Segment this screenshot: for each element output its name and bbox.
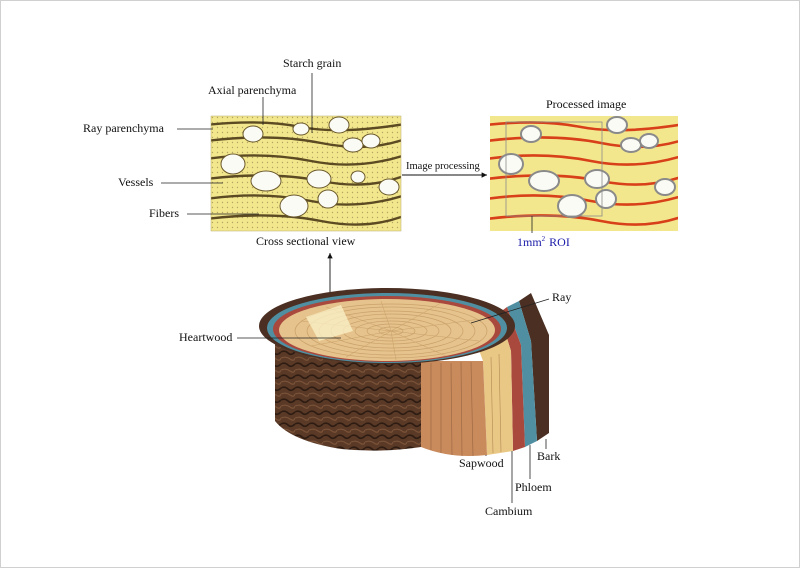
label-bark: Bark [537,449,560,463]
roi-box [505,121,603,217]
processed-image [490,116,678,231]
layer-cambium [499,307,525,451]
label-processed-image: Processed image [546,97,626,111]
label-image-processing: Image processing [406,161,481,172]
heartwood-side [421,361,487,456]
label-fibers: Fibers [149,206,179,220]
log-illustration [259,288,549,457]
processed-vessels [498,116,676,218]
label-starch-grain: Starch grain [283,56,341,70]
growth-rings [294,303,488,359]
label-phloem: Phloem [515,480,552,494]
ray-leader [470,298,550,324]
label-sapwood: Sapwood [459,456,504,470]
label-cambium: Cambium [485,504,533,518]
label-vessels: Vessels [118,175,154,189]
label-heartwood: Heartwood [179,330,232,344]
sample-region [306,305,353,341]
vessels-group [220,116,400,218]
layer-bark [519,293,549,441]
label-ray: Ray [552,290,571,304]
label-axial-parenchyma: Axial parenchyma [208,83,297,97]
caption-cross-sectional-view: Cross sectional view [256,234,356,248]
label-ray-parenchyma: Ray parenchyma [83,121,165,135]
micrograph [210,115,402,232]
layer-phloem [507,301,537,447]
